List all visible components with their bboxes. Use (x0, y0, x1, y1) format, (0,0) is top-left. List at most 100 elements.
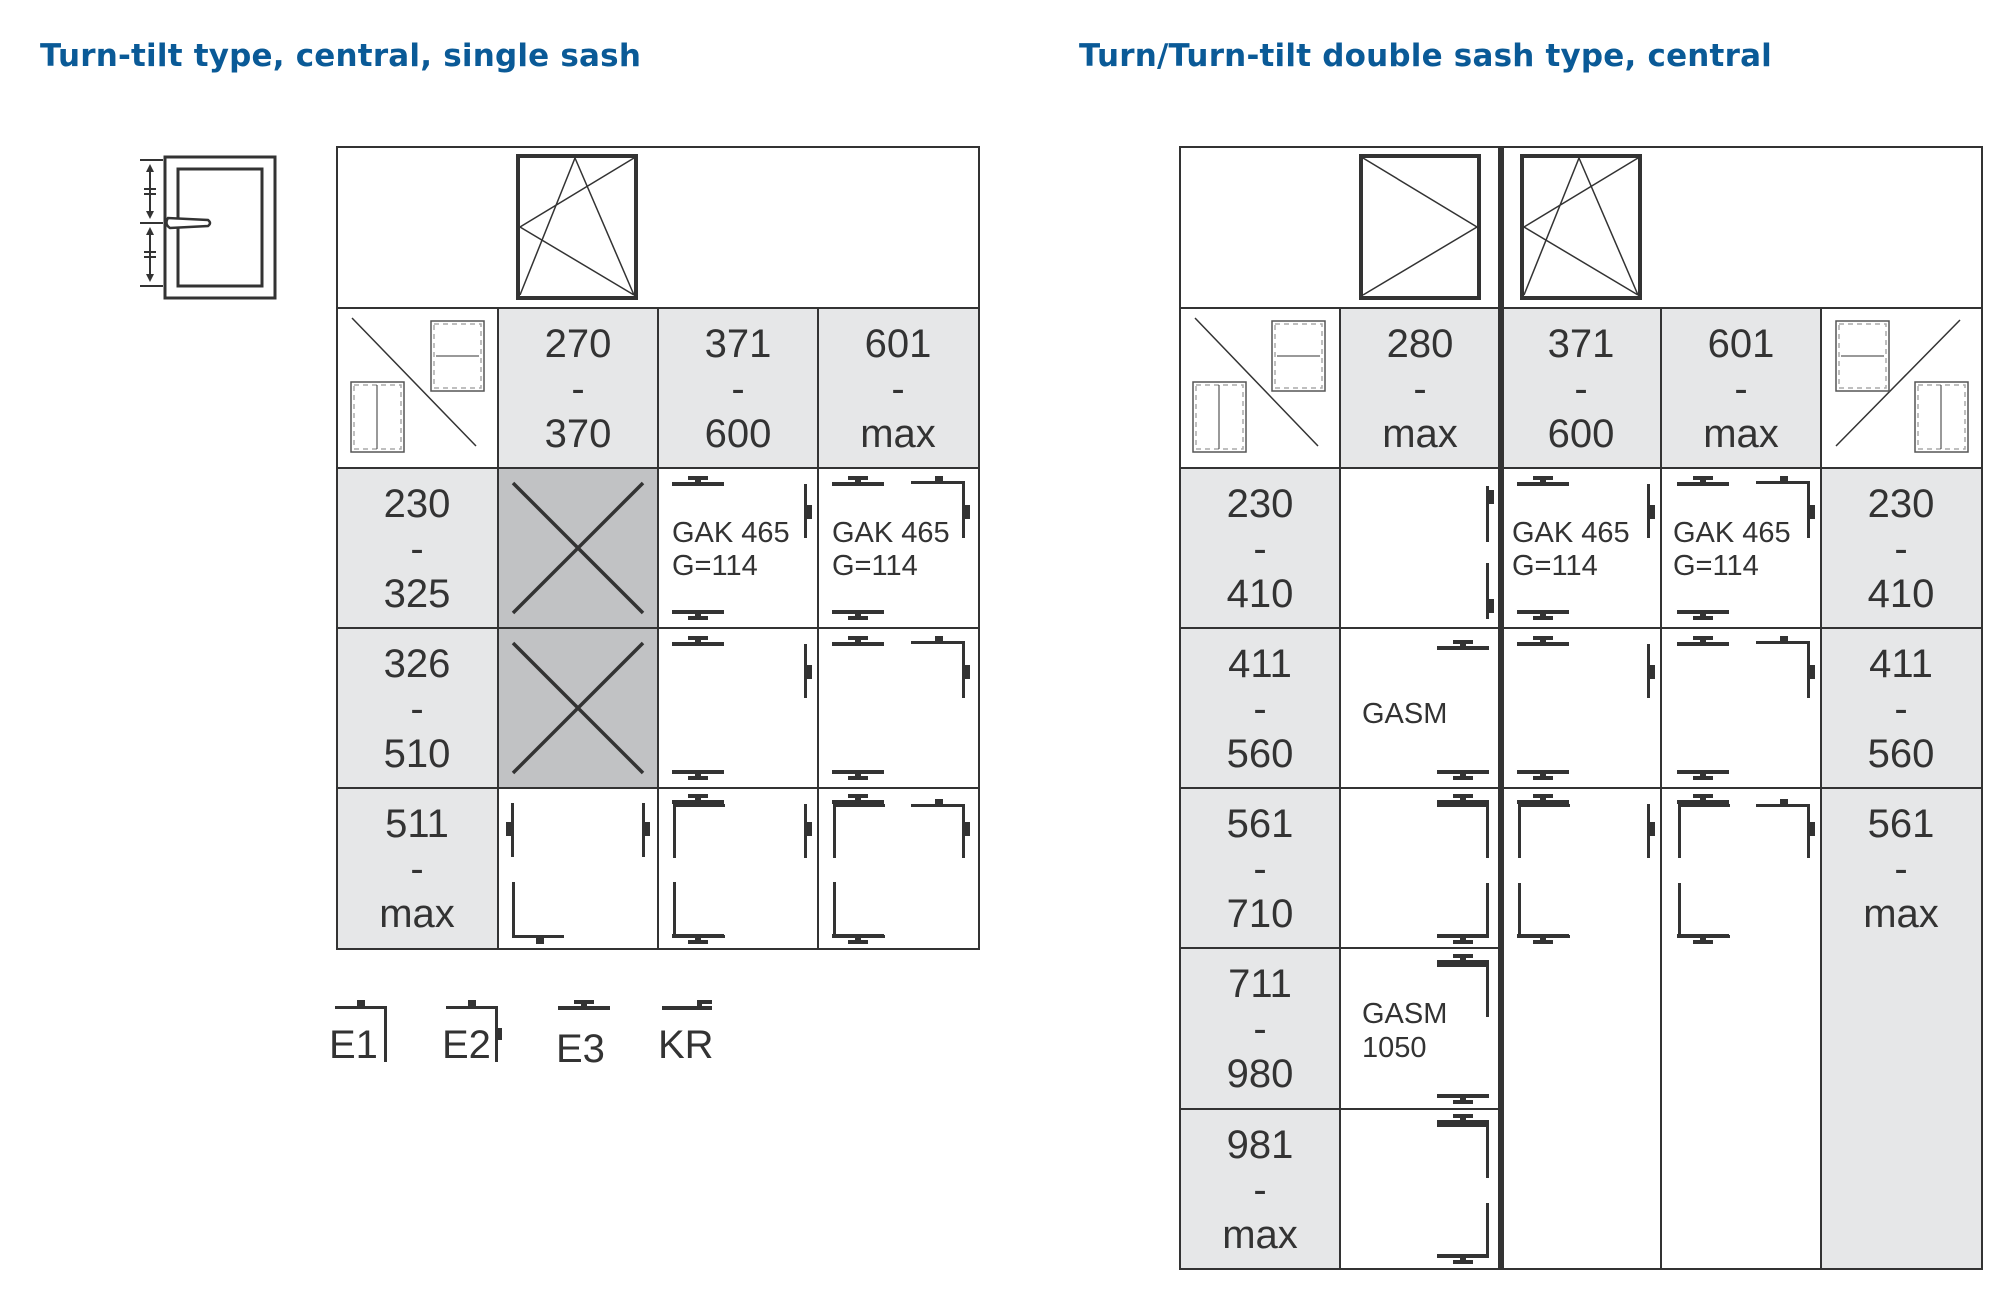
turn-tilt-sash-icon (1520, 154, 1642, 300)
range-dash: - (1253, 687, 1266, 731)
range-to: max (1703, 412, 1779, 456)
legend-item-kr: KR (658, 1000, 714, 1067)
legend: E1 E2 E3 KR (329, 1000, 714, 1071)
kr-bracket-icon (662, 1000, 712, 1010)
legend-label: E1 (329, 1023, 378, 1067)
range-to: max (1382, 412, 1458, 456)
left-col-header-bg (498, 308, 979, 468)
range-from: 601 (1708, 322, 1775, 366)
range-to: max (1222, 1213, 1298, 1257)
cell-label: GAK 465 (832, 517, 950, 549)
right-row-header-left-1: 411 - 560 (1227, 642, 1294, 776)
e1-bracket-icon (335, 1000, 387, 1062)
right-row-header-left-4: 981 - max (1222, 1123, 1298, 1257)
legend-label: KR (658, 1023, 714, 1067)
range-to: max (379, 892, 455, 936)
range-dash: - (571, 367, 584, 411)
right-row-header-right-bg (1821, 468, 1982, 1269)
dimension-corner-icon (1192, 317, 1326, 453)
range-from: 561 (1227, 802, 1294, 846)
range-to: 600 (1548, 412, 1615, 456)
range-dash: - (1734, 367, 1747, 411)
range-from: 601 (865, 322, 932, 366)
legend-item-e3: E3 (556, 1000, 610, 1071)
left-row-header-0: 230 - 325 (384, 482, 451, 616)
left-row-header-1: 326 - 510 (384, 642, 451, 776)
cell-label: GAK 465 (672, 517, 790, 549)
range-from: 230 (1227, 482, 1294, 526)
range-dash: - (1253, 1168, 1266, 1212)
range-from: 270 (545, 322, 612, 366)
legend-label: E3 (556, 1027, 605, 1071)
range-to: 370 (545, 412, 612, 456)
bracket-marks (1437, 476, 1815, 1264)
range-from: 411 (1228, 642, 1292, 686)
range-to: 600 (705, 412, 772, 456)
left-section-title: Turn-tilt type, central, single sash (40, 38, 642, 74)
left-col-header-2: 601 - max (860, 322, 936, 456)
range-dash: - (410, 687, 423, 731)
cell-label: 1050 (1362, 1032, 1427, 1064)
range-from: 230 (384, 482, 451, 526)
cell-label: GAK 465 (1512, 517, 1630, 549)
cell-label: G=114 (1673, 550, 1759, 582)
cell-label: GASM (1362, 698, 1447, 730)
cell-label: GAK 465 (1673, 517, 1791, 549)
right-col-header-2: 601 - max (1703, 322, 1779, 456)
left-col-header-1: 371 - 600 (705, 322, 772, 456)
blocked-cross-icon (511, 481, 645, 775)
cell-label: G=114 (832, 550, 918, 582)
range-dash: - (731, 367, 744, 411)
range-dash: - (1253, 1007, 1266, 1051)
range-from: 371 (705, 322, 772, 366)
right-row-header-right-0: 230 - 410 (1868, 482, 1935, 616)
range-dash: - (410, 847, 423, 891)
window-handle-icon (140, 155, 277, 300)
legend-label: E2 (442, 1023, 491, 1067)
right-row-header-left-bg (1180, 468, 1340, 1269)
range-dash: - (1574, 367, 1587, 411)
range-to: 560 (1868, 732, 1935, 776)
turn-sash-icon (1359, 154, 1481, 300)
right-row-header-left-3: 711 - 980 (1227, 962, 1294, 1096)
cell-label: G=114 (1512, 550, 1598, 582)
left-table: 270 - 370 371 - 600 601 - max 230 - 325 … (336, 146, 980, 950)
range-to: max (860, 412, 936, 456)
e3-bracket-icon (558, 1000, 610, 1010)
range-dash: - (1894, 847, 1907, 891)
right-row-header-left-2: 561 - 710 (1227, 802, 1294, 936)
range-from: 326 (384, 642, 451, 686)
range-from: 230 (1868, 482, 1935, 526)
range-dash: - (410, 527, 423, 571)
left-col-header-0: 270 - 370 (545, 322, 612, 456)
range-to: 560 (1227, 732, 1294, 776)
e2-bracket-icon (446, 1000, 502, 1062)
right-row-header-right-1: 411 - 560 (1868, 642, 1935, 776)
right-table: 280 - max 371 - 600 601 - max 230 - 410 … (1179, 146, 1983, 1270)
bracket-marks (506, 476, 970, 944)
range-dash: - (1894, 527, 1907, 571)
range-dash: - (891, 367, 904, 411)
mullion-divider (1498, 147, 1504, 1269)
range-from: 511 (385, 802, 449, 846)
right-col-header-0: 280 - max (1382, 322, 1458, 456)
right-row-header-right-2: 561 - max (1863, 802, 1939, 936)
range-dash: - (1253, 527, 1266, 571)
cell-label: GASM (1362, 998, 1447, 1030)
range-to: max (1863, 892, 1939, 936)
cell-label: G=114 (672, 550, 758, 582)
range-from: 411 (1869, 642, 1933, 686)
dimension-corner-icon (1835, 319, 1969, 453)
range-from: 280 (1387, 322, 1454, 366)
right-row-header-left-0: 230 - 410 (1227, 482, 1294, 616)
legend-item-e1: E1 (329, 1000, 387, 1067)
range-to: 980 (1227, 1052, 1294, 1096)
dimension-corner-icon (350, 317, 485, 453)
right-col-header-bg (1340, 308, 1821, 468)
range-to: 325 (384, 572, 451, 616)
range-dash: - (1253, 847, 1266, 891)
range-from: 711 (1228, 962, 1292, 1006)
legend-item-e2: E2 (442, 1000, 502, 1067)
range-from: 371 (1548, 322, 1615, 366)
